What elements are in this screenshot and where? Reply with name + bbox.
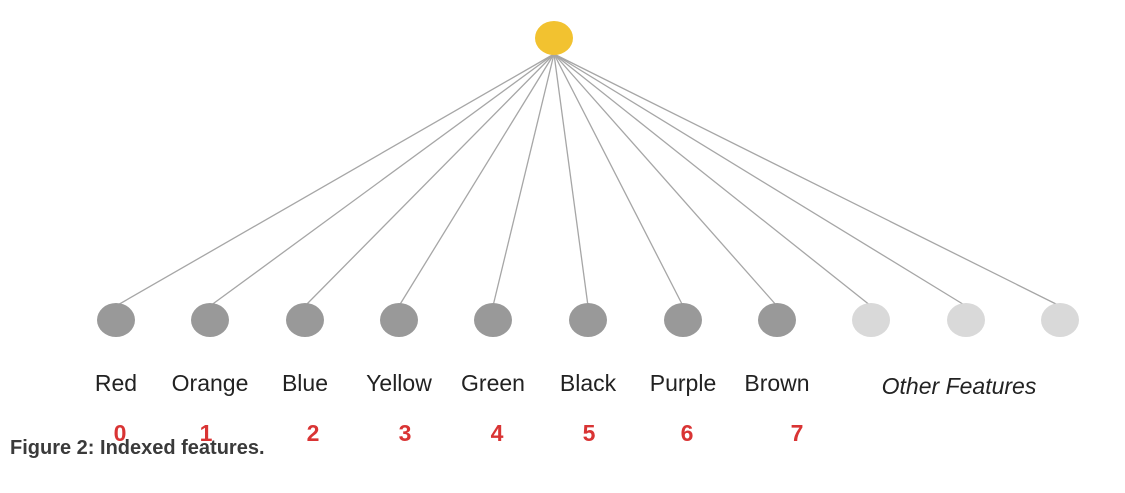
feature-index-purple: 6 bbox=[681, 420, 694, 446]
feature-label-black: Black bbox=[560, 370, 617, 396]
feature-node-purple bbox=[664, 303, 702, 337]
feature-index-yellow: 3 bbox=[399, 420, 412, 446]
feature-label-yellow: Yellow bbox=[366, 370, 432, 396]
root-node bbox=[535, 21, 573, 55]
figure-caption: Figure 2: Indexed features. bbox=[10, 437, 265, 459]
feature-label-brown: Brown bbox=[744, 370, 809, 396]
feature-node-blue bbox=[286, 303, 324, 337]
edge-7 bbox=[553, 53, 778, 307]
other-feature-node-1 bbox=[947, 303, 985, 337]
other-features-label: Other Features bbox=[882, 373, 1037, 399]
edge-5 bbox=[553, 53, 589, 307]
edge-8 bbox=[553, 53, 872, 307]
feature-index-orange: 1 bbox=[200, 420, 213, 446]
edge-4 bbox=[492, 53, 555, 307]
labels-group: Red 0 Orange 1 Blue 2 Yellow 3 Green 4 Black 5 Purpl… bbox=[95, 370, 1037, 446]
feature-index-blue: 2 bbox=[307, 420, 320, 446]
edge-2 bbox=[304, 53, 555, 307]
feature-label-green: Green bbox=[461, 370, 525, 396]
edges-group bbox=[115, 53, 1061, 307]
other-feature-node-2 bbox=[1041, 303, 1079, 337]
feature-index-green: 4 bbox=[491, 420, 504, 446]
edge-1 bbox=[209, 53, 555, 307]
other-feature-node-0 bbox=[852, 303, 890, 337]
edge-9 bbox=[553, 53, 967, 307]
nodes-group bbox=[97, 21, 1079, 337]
feature-node-red bbox=[97, 303, 135, 337]
edge-0 bbox=[115, 53, 555, 307]
feature-label-orange: Orange bbox=[172, 370, 249, 396]
edge-10 bbox=[553, 53, 1061, 307]
feature-label-red: Red bbox=[95, 370, 137, 396]
feature-node-black bbox=[569, 303, 607, 337]
edge-6 bbox=[553, 53, 684, 307]
feature-label-blue: Blue bbox=[282, 370, 328, 396]
feature-node-brown bbox=[758, 303, 796, 337]
feature-index-brown: 7 bbox=[791, 420, 804, 446]
feature-node-orange bbox=[191, 303, 229, 337]
feature-label-purple: Purple bbox=[650, 370, 716, 396]
feature-node-green bbox=[474, 303, 512, 337]
edge-3 bbox=[398, 53, 555, 307]
feature-index-black: 5 bbox=[583, 420, 596, 446]
feature-node-yellow bbox=[380, 303, 418, 337]
feature-index-red: 0 bbox=[114, 420, 127, 446]
